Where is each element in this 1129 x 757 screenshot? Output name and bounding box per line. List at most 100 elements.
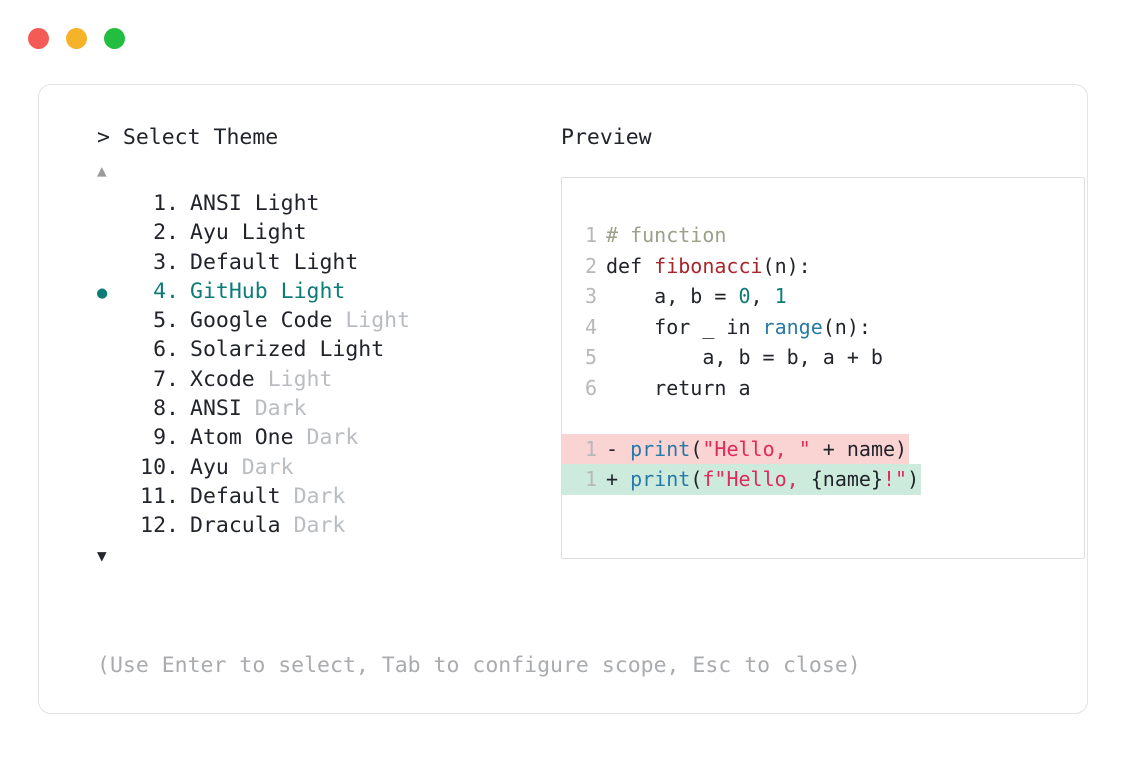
theme-list-item[interactable]: 12.Dracula Dark [97,511,557,540]
theme-list-item[interactable]: 11. Default Dark [97,482,557,511]
diff-line-number: 1 [562,433,606,464]
theme-variant: Dark [254,396,307,422]
code-spacer [562,403,1084,434]
theme-variant: Light [345,308,411,334]
theme-index: 12. [140,513,179,539]
theme-list-item[interactable]: 2. Ayu Light [97,218,557,247]
diff-marker: - [606,436,631,461]
window-close-button[interactable] [28,28,49,49]
scroll-down-icon[interactable]: ▼ [97,545,107,565]
theme-name: Dracula [190,513,281,539]
window-maximize-button[interactable] [104,28,125,49]
theme-index: 2. [153,220,179,246]
theme-selector-card: > Select Theme ▲ 1. ANSI Light 2. Ayu Light… [38,84,1088,714]
code-token-plain: ( [690,436,703,461]
code-token-plain: ( [690,467,703,491]
theme-name-spacer [255,365,268,394]
theme-name: ANSI [190,191,242,216]
scroll-up-icon[interactable]: ▲ [97,161,107,180]
code-line-text: for _ in range(n): [606,312,871,343]
code-token-plain: for _ in [606,314,763,339]
theme-variant: Light [293,249,359,275]
code-token-plain: (n): [762,253,811,278]
theme-index: 7. [153,366,179,392]
theme-list-item[interactable]: 10.Ayu Dark [97,453,557,482]
theme-variant: Light [280,278,346,304]
code-token-plain: + name) [810,436,908,461]
theme-name-spacer [229,218,242,247]
theme-name-spacer [332,306,345,335]
code-line-text: # function [606,220,726,251]
code-token-plain: ) [907,467,920,491]
code-line: 6 return a [562,373,1084,404]
theme-variant: Dark [293,483,346,509]
theme-variant: Light [241,220,307,246]
prompt-title-spacer [110,125,123,150]
window-minimize-button[interactable] [66,28,87,49]
code-token-plain: a, b = b, a + b [606,345,883,369]
code-token-str: f"Hello, [702,467,811,491]
theme-name-spacer [294,423,307,452]
theme-list-item[interactable]: 7.Xcode Light [97,365,557,394]
code-token-func: fibonacci [654,253,763,278]
diff-line-text: - print("Hello, " + name) [606,433,910,464]
theme-name: Solarized [190,337,307,363]
theme-index: 9. [153,425,179,451]
theme-variant: Dark [306,425,359,451]
code-token-plain: , [750,284,775,308]
theme-index: 11. [140,483,179,509]
card-inner: > Select Theme ▲ 1. ANSI Light 2. Ayu Light… [39,85,1087,713]
code-token-num: 0 [738,284,751,308]
code-token-num: 1 [774,284,787,308]
theme-name-spacer [281,511,294,540]
diff-marker: + [606,467,631,491]
theme-name-spacer [268,277,281,306]
code-line-text: a, b = 0, 1 [606,281,787,312]
theme-list-item[interactable]: 8.ANSI Dark [97,394,557,423]
theme-name-spacer [242,189,255,218]
line-number: 5 [584,345,597,369]
code-token-builtin: range [762,314,823,339]
theme-name-spacer [229,453,242,482]
code-token-plain: def [606,253,655,278]
code-line: 4 for _ in range(n): [562,312,1084,343]
theme-index: 8. [153,396,179,422]
theme-index: 5. [153,308,179,334]
theme-variant: Light [267,366,333,392]
theme-list-item[interactable]: 9. Atom One Dark [97,423,557,452]
theme-name: Google Code [190,308,333,334]
theme-variant: Dark [241,454,294,480]
code-token-call: print [630,467,691,491]
theme-list-item[interactable]: 3. Default Light [97,248,557,277]
code-token-plain: {name} [810,467,883,491]
line-number: 4 [584,314,597,339]
theme-name: Ayu [190,454,229,480]
code-line-text: a, b = b, a + b [606,342,883,373]
theme-variant: Light [254,191,320,216]
theme-name: Atom One [190,425,294,451]
theme-name: Ayu [190,220,229,246]
theme-list-item[interactable]: 5. Google Code Light [97,306,557,335]
line-number: 1 [584,223,597,247]
code-token-str: !" [882,467,908,491]
prompt-heading: > Select Theme [97,123,557,153]
code-token-plain: a, b = [606,284,739,308]
theme-index: 6. [153,337,179,363]
theme-list-item[interactable]: 6.Solarized Light [97,335,557,364]
theme-name-spacer [307,335,320,364]
theme-index: 3. [153,249,179,275]
prompt-marker: > [97,125,110,150]
theme-index: 4. [153,278,179,304]
theme-list-item[interactable]: 1. ANSI Light [97,189,557,218]
theme-name-spacer [281,248,294,277]
diff-line-add: 1+ print(f"Hello, {name}!") [562,464,1084,495]
theme-list-item[interactable]: ●4.GitHub Light [97,277,557,306]
theme-name: Default [190,249,281,275]
theme-name: Default [190,483,281,509]
theme-index: 1. [153,191,179,216]
code-token-comment: # function [606,223,727,247]
